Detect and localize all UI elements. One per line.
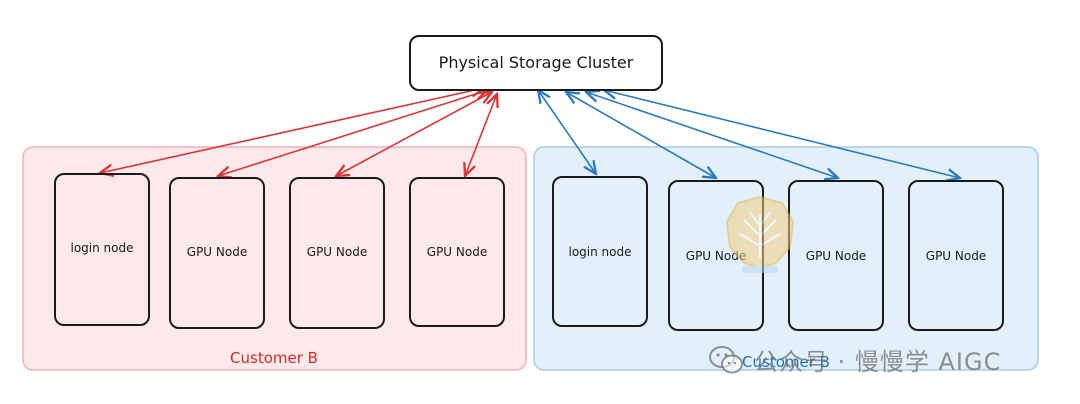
node-gpu-right-3: GPU Node	[908, 180, 1004, 331]
node-label: login node	[569, 245, 632, 259]
watermark-logo-icon	[725, 195, 795, 273]
node-login-left: login node	[54, 173, 150, 326]
node-label: GPU Node	[806, 249, 866, 263]
node-gpu-right-2: GPU Node	[788, 180, 884, 331]
wechat-icon	[709, 345, 743, 373]
node-label: login node	[71, 241, 134, 255]
node-label: GPU Node	[427, 245, 487, 259]
node-gpu-left-2: GPU Node	[289, 177, 385, 329]
storage-cluster: Physical Storage Cluster	[409, 35, 663, 91]
node-gpu-left-3: GPU Node	[409, 177, 505, 327]
customer-group-right-label: Customer B	[742, 353, 830, 371]
node-label: GPU Node	[926, 249, 986, 263]
node-login-right: login node	[552, 176, 648, 327]
customer-group-left-label: Customer B	[230, 349, 318, 367]
watermark: 公众号 · 慢慢学 AIGC	[708, 342, 1001, 377]
node-label: GPU Node	[307, 245, 367, 259]
node-label: GPU Node	[187, 245, 247, 259]
arrows-right	[538, 90, 960, 178]
arrows-left	[100, 88, 497, 176]
storage-cluster-label: Physical Storage Cluster	[439, 53, 634, 72]
arrow-storage-gpu3-right	[604, 90, 960, 178]
node-gpu-left-1: GPU Node	[169, 177, 265, 329]
watermark-text: 公众号 · 慢慢学 AIGC	[754, 348, 1002, 376]
arrow-storage-gpu3-left	[465, 94, 497, 176]
node-label: GPU Node	[686, 249, 746, 263]
